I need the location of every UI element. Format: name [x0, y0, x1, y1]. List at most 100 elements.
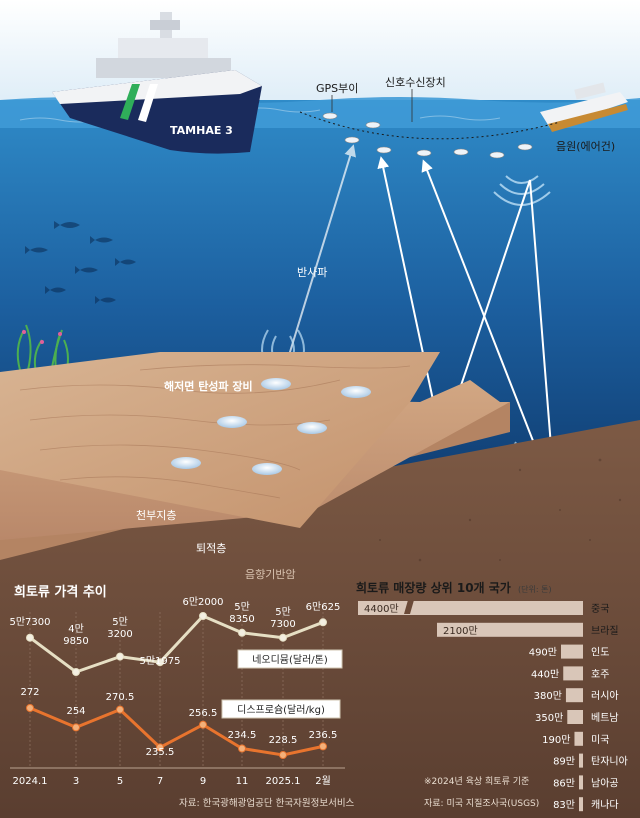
fish-school	[25, 221, 136, 304]
reserve-country-label: 중국	[591, 603, 609, 615]
dysprosium-point	[238, 744, 246, 753]
reserve-value-label: 440만	[531, 668, 559, 680]
neodymium-value-label-part: 8350	[229, 614, 254, 625]
price-chart-source: 자료: 한국광해광업공단 한국자원정보서비스	[179, 797, 355, 809]
seafloor-equipment-label: 해저면 탄성파 장비	[164, 379, 253, 393]
dysprosium-point	[319, 742, 327, 751]
neodymium-value-label: 5만7300	[9, 616, 50, 628]
dysprosium-point	[72, 723, 80, 732]
sediment-layer-label: 퇴적층	[196, 542, 226, 555]
neodymium-point	[279, 633, 287, 642]
reserve-value-label: 83만	[553, 799, 575, 811]
neodymium-point	[156, 658, 164, 667]
neodymium-value-label: 5만1975	[139, 655, 180, 667]
ship-name: TAMHAE 3	[170, 124, 233, 137]
dysprosium-value-label: 235.5	[146, 747, 175, 758]
bedrock-layer-label: 천부지층	[136, 508, 176, 522]
reserve-bar-break	[404, 600, 414, 614]
dysprosium-value-label: 228.5	[269, 735, 298, 746]
reserve-bar	[567, 710, 583, 724]
reserve-country-label: 미국	[591, 734, 609, 746]
acoustic-basement-label: 음향기반암	[245, 568, 296, 581]
dysprosium-point	[156, 743, 164, 752]
reserve-value-label: 380만	[534, 690, 562, 702]
sound-source-label: 음원(에어건)	[556, 140, 615, 153]
reserve-country-label: 남아공	[591, 777, 619, 789]
reserve-country-label: 캐나다	[591, 799, 619, 811]
neodymium-point	[199, 612, 207, 620]
reserve-country-label: 브라질	[591, 625, 619, 637]
signal-receiver-label: 신호수신장치	[385, 76, 446, 89]
receiver-buoys	[322, 112, 533, 159]
research-ship: TAMHAE 3	[52, 12, 262, 154]
neodymium-value-label: 6만2000	[182, 596, 223, 608]
dysprosium-value-label: 270.5	[106, 692, 135, 703]
price-chart-title: 희토류 가격 추이	[14, 584, 107, 600]
dysprosium-legend: 디스프로슘(달러/kg)	[237, 704, 325, 716]
dysprosium-point	[199, 720, 207, 729]
dysprosium-value-label: 272	[20, 687, 39, 698]
reserve-value-label: 490만	[529, 647, 557, 659]
reserve-chart-title: 희토류 매장량 상위 10개 국가	[356, 580, 511, 595]
reserve-value-label: 350만	[535, 712, 563, 724]
reserve-value-label: 2100만	[443, 625, 478, 637]
price-x-tick-label: 2024.1	[13, 776, 48, 787]
reserve-value-label: 89만	[553, 756, 575, 768]
neodymium-value-label-part: 5만	[234, 601, 250, 613]
price-x-tick-label: 7	[157, 776, 163, 787]
neodymium-value-label-part: 4만	[68, 623, 84, 635]
reserve-bar	[358, 601, 583, 615]
seafloor-texture	[19, 364, 411, 499]
neodymium-point	[26, 633, 34, 642]
seafloor-devices	[171, 378, 371, 475]
dysprosium-value-label: 256.5	[189, 708, 218, 719]
seafloor-surface	[0, 352, 440, 528]
reserve-bar	[437, 622, 583, 637]
neodymium-value-label-part: 3200	[107, 629, 132, 640]
reserve-chart-note: ※2024년 육상 희토류 기준	[424, 775, 529, 787]
dysprosium-value-label: 254	[66, 706, 85, 717]
reserve-value-label: 86만	[553, 777, 575, 789]
dysprosium-legend-box	[221, 699, 341, 719]
dysprosium-point	[26, 704, 34, 712]
ground-speckles	[379, 458, 622, 562]
reserve-bar	[563, 666, 583, 681]
price-x-tick-label: 2월	[315, 775, 331, 787]
neodymium-point	[238, 628, 246, 637]
neodymium-value-label-part: 7300	[270, 619, 295, 630]
neodymium-value-label: 6만625	[306, 601, 341, 613]
neodymium-value-label-part: 9850	[63, 636, 88, 647]
reserve-chart-source: 자료: 미국 지질조사국(USGS)	[424, 797, 539, 809]
reserve-country-label: 러시아	[591, 690, 619, 702]
reserve-bar	[579, 775, 583, 790]
price-x-tick-label: 11	[236, 776, 249, 787]
seafloor-plants	[16, 324, 69, 383]
dysprosium-value-label: 236.5	[309, 730, 338, 741]
reserve-bar	[574, 731, 583, 746]
neodymium-point	[72, 668, 80, 676]
reserve-bar	[565, 688, 583, 703]
reserve-chart-unit: (단위: 톤)	[518, 584, 552, 594]
reserve-bar	[579, 797, 583, 812]
neodymium-value-label-part: 5만	[275, 606, 291, 618]
neodymium-point	[116, 652, 124, 661]
reserve-value-label: 190만	[542, 734, 570, 746]
reflected-wave-label: 반사파	[297, 266, 327, 279]
neodymium-point	[319, 618, 327, 627]
dysprosium-line	[29, 706, 324, 757]
gps-buoy-label: GPS부이	[316, 82, 358, 95]
neodymium-line	[29, 614, 324, 674]
reserve-country-label: 인도	[591, 647, 609, 659]
price-x-tick-label: 3	[73, 776, 79, 787]
dysprosium-point	[279, 751, 287, 759]
reserve-country-label: 탄자니아	[591, 756, 628, 768]
